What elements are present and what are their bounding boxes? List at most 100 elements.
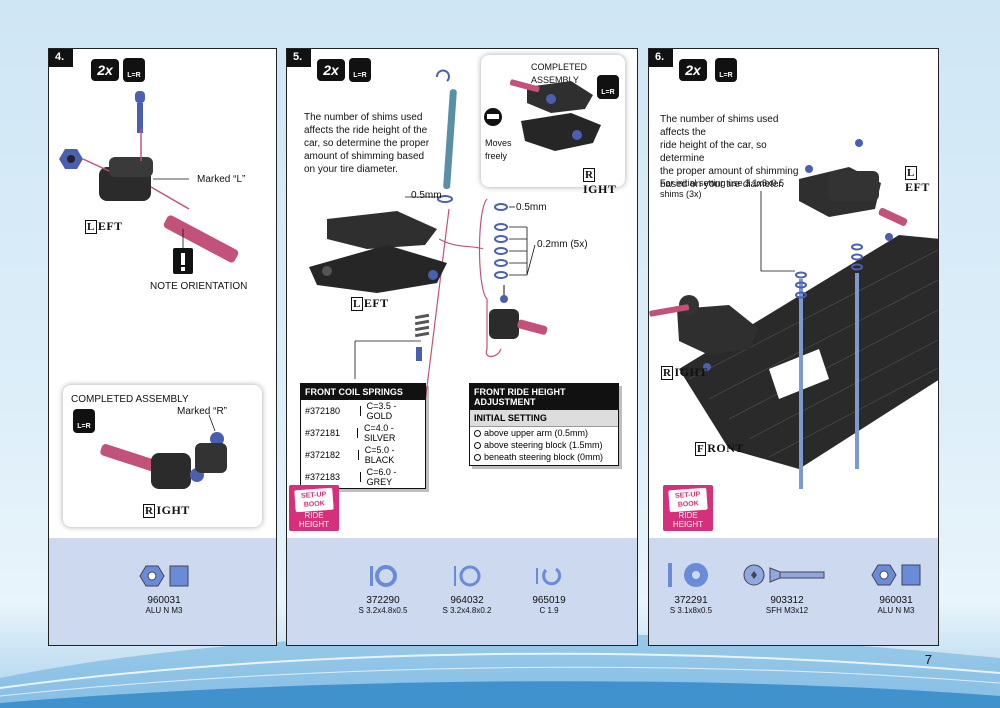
marked-r-label: Marked “R” [177, 406, 228, 417]
part-item: 960031 ALU N M3 [855, 560, 937, 615]
initial-setting-line: For initial setting use 3.1x8x0.5 [660, 178, 785, 188]
chassis-plate-icon [679, 235, 938, 469]
e-clip-part-icon [536, 567, 562, 586]
shim-note: The number of shims used affects the rid… [304, 111, 434, 176]
right-label: RIGHT [583, 167, 625, 197]
right-rest: IGHT [156, 503, 190, 517]
radio-circle-icon [474, 453, 481, 461]
ride-row-text: beneath steering block (0mm) [484, 452, 604, 462]
part-desc: ALU N M3 [877, 606, 915, 615]
shim-note-line: affects the ride height of the [304, 125, 428, 136]
shim-note-line: car, so determine the proper [304, 138, 430, 149]
part-desc: SFH M3x12 [765, 606, 809, 615]
spring-desc: C=3.5 - GOLD [366, 401, 397, 421]
shim-note-line: on your tire diameter. [304, 164, 398, 175]
upper-arm-icon [327, 211, 437, 249]
shim-part-icon [668, 563, 708, 587]
marked-l-label: Marked “L” [197, 174, 246, 185]
shim-note-line: the proper amount of shimming [660, 166, 799, 177]
part-item: 964032 S 3.2x4.8x0.2 [427, 562, 507, 615]
ball-stud-icon [135, 91, 145, 103]
part-code: 960031 [879, 595, 913, 606]
parts-band: 372291 S 3.1x8x0.5 903312 SFH M3x12 9600… [649, 538, 938, 645]
step-number: 6. [649, 49, 673, 67]
shim-02-label: 0.2mm (5x) [537, 239, 588, 250]
part-item: 372290 S 3.2x4.8x0.5 [343, 562, 423, 615]
left-equals-right-badge: L=R [597, 75, 619, 99]
left-equals-right-badge: L=R [715, 58, 737, 82]
screw-part-icon [743, 564, 825, 586]
part-item: 960031 ALU N M3 [119, 562, 209, 615]
step5-illustration [309, 69, 548, 420]
radio-circle-icon [474, 441, 481, 449]
step-6-panel: 6. 2x L=R The number of shims used affec… [648, 48, 939, 646]
note-orientation: NOTE ORIENTATION [150, 281, 248, 292]
ride-row-text: above upper arm (0.5mm) [484, 428, 589, 438]
step4-illustration [59, 91, 239, 274]
table-row: #372180 C=3.5 - GOLD [301, 400, 425, 422]
spring-code: #372180 [305, 406, 361, 416]
left-initial: L [351, 297, 363, 311]
part-code: 964032 [450, 595, 484, 606]
moves-freely-label: Moves freely [485, 137, 512, 163]
ride-row-text: above steering block (1.5mm) [484, 440, 603, 450]
list-item: beneath steering block (0mm) [470, 451, 618, 465]
step-number: 5. [287, 49, 311, 67]
quantity-badge: 2x [91, 59, 119, 81]
part-item: 903312 SFH M3x12 [735, 560, 839, 615]
left-rest: EFT [363, 296, 389, 310]
spring-code: #372182 [305, 450, 359, 460]
part-code: 372291 [674, 595, 708, 606]
radio-circle-icon [474, 429, 481, 437]
part-code: 965019 [532, 595, 566, 606]
coil-spring-icon [414, 313, 430, 338]
ride-height-subtitle: INITIAL SETTING [470, 410, 618, 427]
ride-height-title: FRONT RIDE HEIGHT ADJUSTMENT [470, 384, 618, 410]
shim-note-line: based on your tire diameter. [660, 179, 784, 190]
parts-band: 960031 ALU N M3 [49, 538, 276, 645]
step6-illustration [649, 139, 938, 489]
setup-book-icon: SET-UP BOOK [668, 487, 708, 513]
setup-caption: RIDE HEIGHT [672, 511, 704, 529]
spring-code: #372181 [305, 428, 358, 438]
shim-05-label-a: 0.5mm [411, 190, 442, 201]
steering-block-icon [489, 309, 519, 339]
part-item: 372291 S 3.1x8x0.5 [651, 560, 731, 615]
list-item: above steering block (1.5mm) [470, 439, 618, 451]
right-initial: R [661, 366, 674, 380]
setup-book-badge: SET-UP BOOK RIDE HEIGHT [663, 485, 713, 531]
setup-book-badge: SET-UP BOOK RIDE HEIGHT [289, 485, 339, 531]
shim-05-label-b: 0.5mm [516, 202, 547, 213]
left-initial: L [905, 166, 917, 180]
left-initial: L [85, 220, 97, 234]
spring-desc: C=5.0 - BLACK [364, 445, 395, 465]
moves-freely-line: Moves [485, 138, 512, 148]
left-rest: EFT [905, 180, 930, 194]
shim-note: The number of shims used affects the rid… [660, 113, 800, 191]
quantity-badge: 2x [317, 59, 345, 81]
step-5-panel: 5. 2x L=R The number of shims used affec… [286, 48, 638, 646]
part-code: 903312 [770, 595, 804, 606]
ride-height-table: FRONT RIDE HEIGHT ADJUSTMENT INITIAL SET… [469, 383, 619, 466]
right-rest: IGHT [583, 182, 617, 196]
shim-note-line: The number of shims used affects the [660, 114, 779, 138]
part-desc: ALU N M3 [145, 606, 183, 615]
spring-desc: C=4.0 - SILVER [363, 423, 396, 443]
setup-caption: RIDE HEIGHT [298, 511, 330, 529]
shim-note-line: amount of shimming based [304, 151, 425, 162]
left-equals-right-badge: L=R [123, 58, 145, 82]
shim-note-line: ride height of the car, so determine [660, 140, 767, 164]
setup-book-icon: SET-UP BOOK [294, 487, 334, 513]
quantity-badge: 2x [679, 59, 707, 81]
part-code: 372290 [366, 595, 400, 606]
completed-assembly-illustration [484, 79, 601, 151]
front-rest: RONT [707, 441, 744, 455]
left-rest: EFT [97, 219, 123, 233]
shim-stack-icon [494, 203, 508, 279]
